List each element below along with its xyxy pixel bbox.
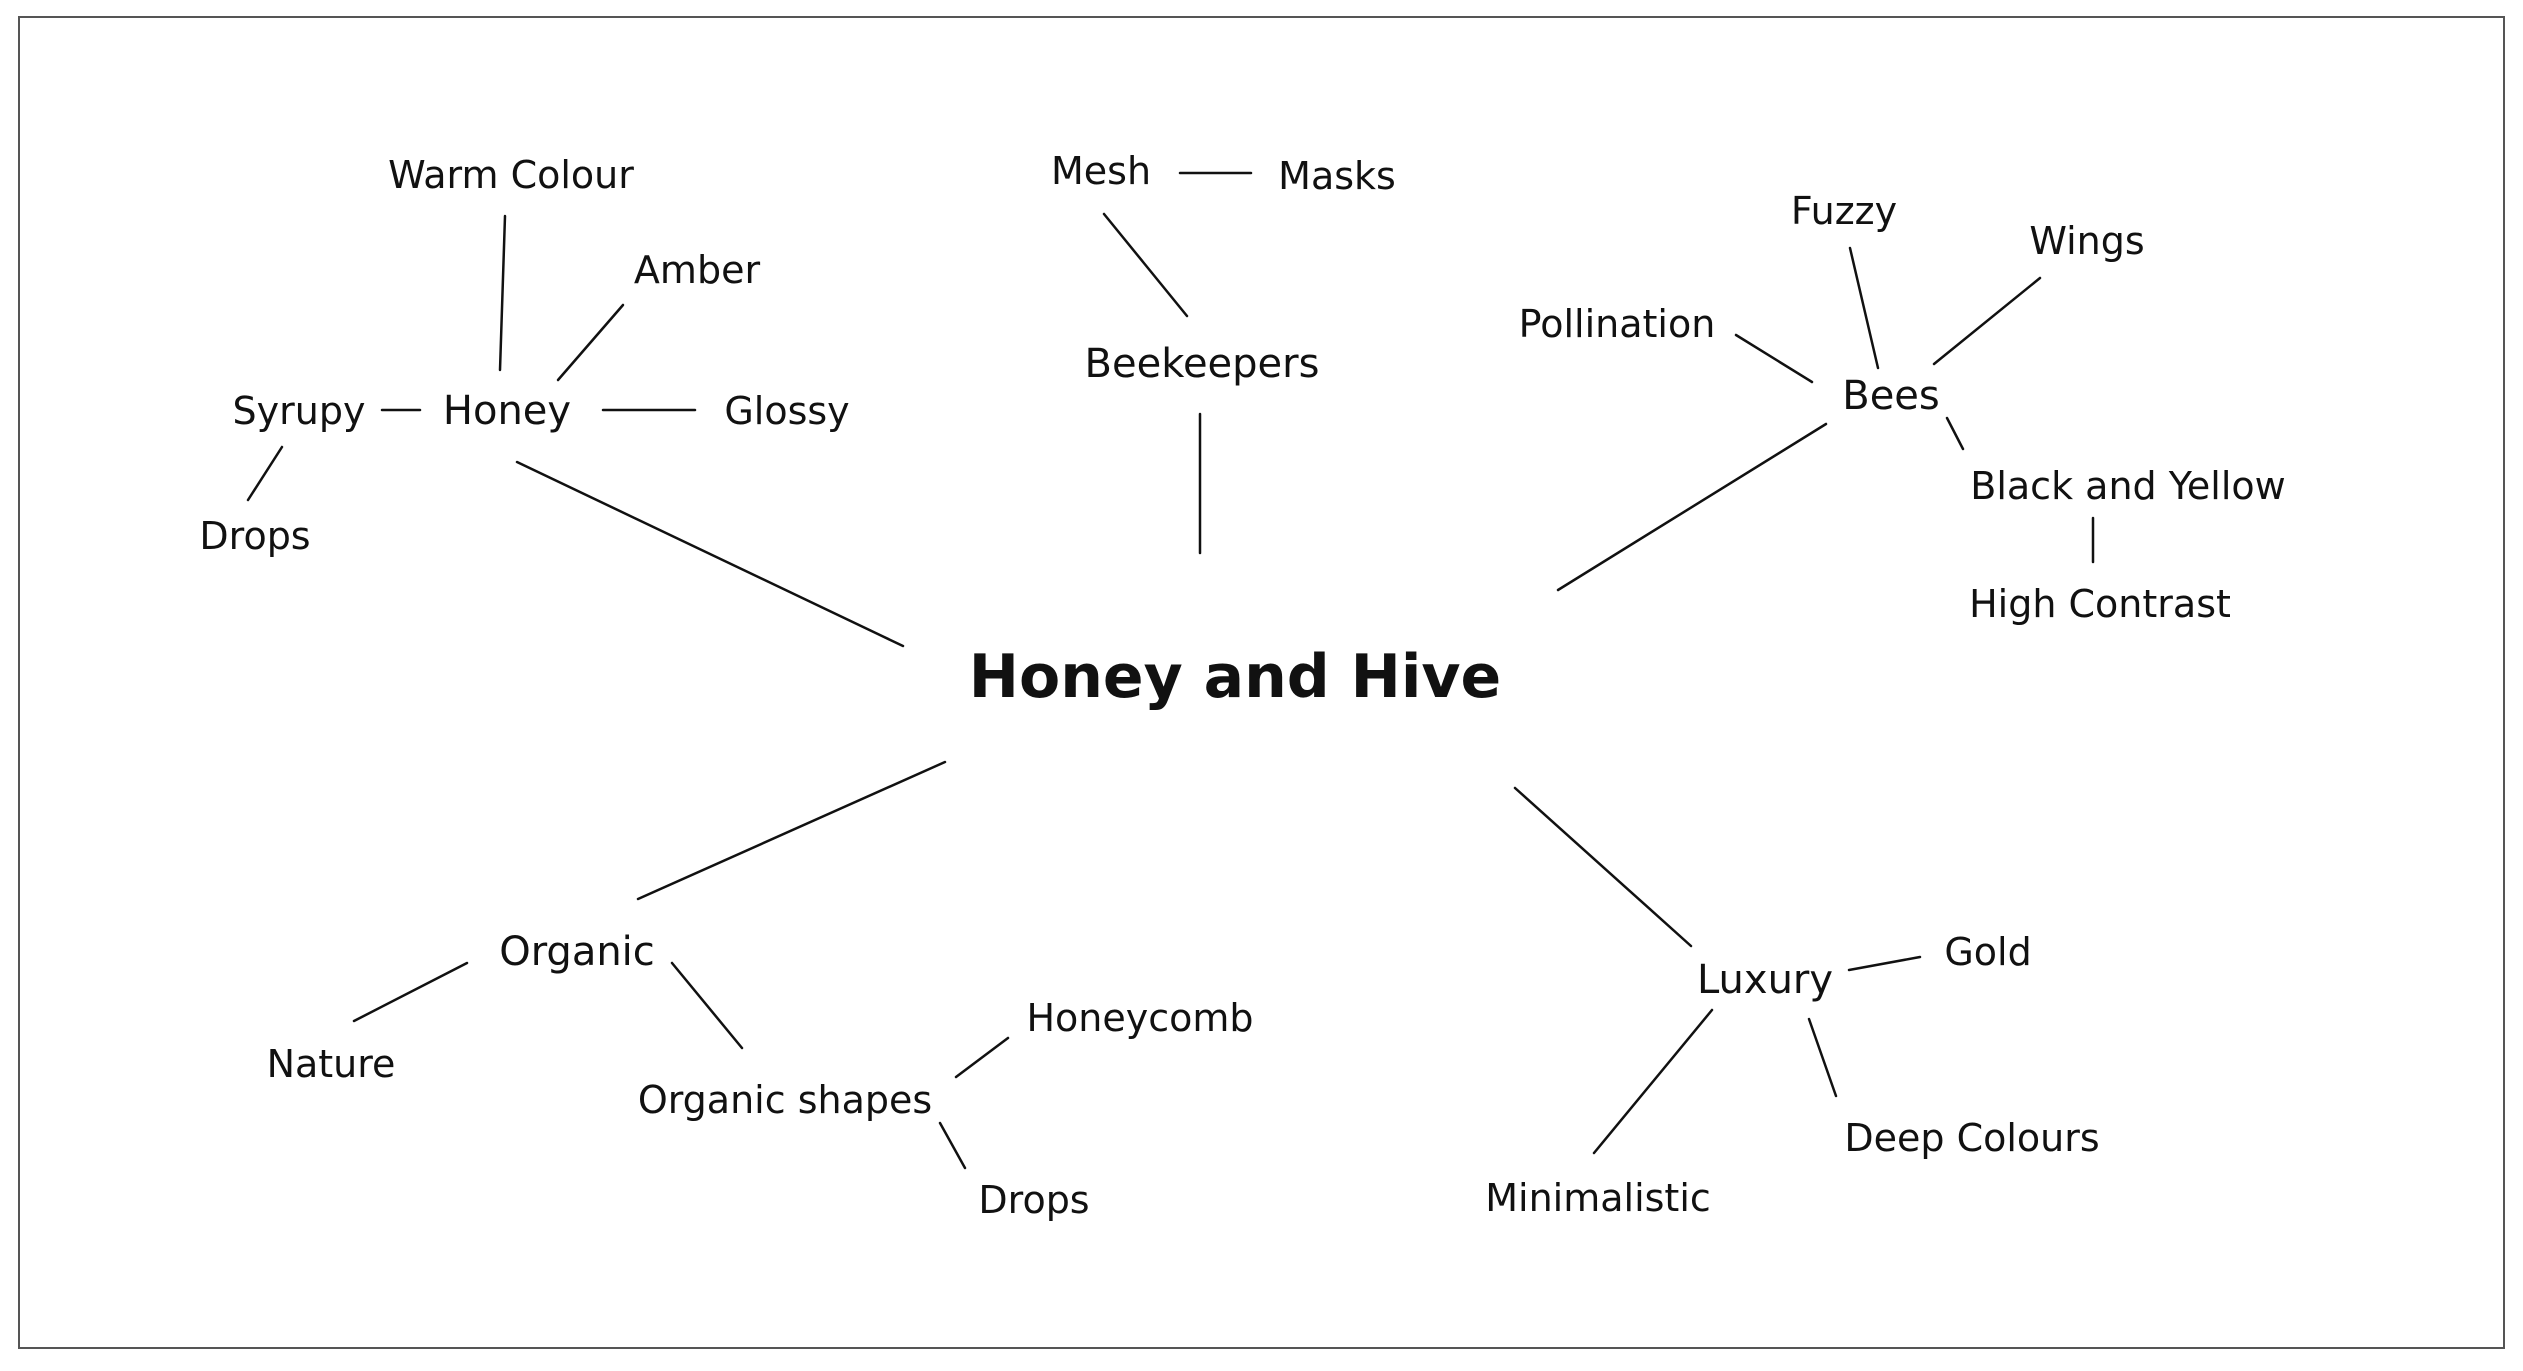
leaf-mesh: Mesh: [1050, 149, 1152, 193]
leaf-minimalistic: Minimalistic: [1485, 1176, 1711, 1220]
leaf-gold: Gold: [1944, 930, 2032, 974]
link-center-organic: [636, 760, 947, 901]
link-organic-shapes: [670, 961, 744, 1050]
leaf-syrupy: Syrupy: [232, 389, 366, 433]
link-shapes-honeycomb: [954, 1036, 1010, 1079]
link-bees-fuzzy: [1848, 246, 1880, 370]
branch-beekeepers: Beekeepers: [1084, 341, 1320, 387]
link-honey-warm-colour: [498, 214, 507, 372]
link-bees-wings: [1932, 276, 2042, 366]
link-luxury-gold: [1847, 955, 1922, 972]
link-honey-amber: [556, 303, 625, 382]
leaf-pollination: Pollination: [1518, 302, 1716, 346]
branch-honey: Honey: [442, 388, 572, 434]
link-luxury-deep-colours: [1807, 1017, 1838, 1098]
center-topic: Honey and Hive: [968, 642, 1502, 712]
link-center-honey: [515, 460, 905, 648]
leaf-honeycomb: Honeycomb: [1026, 996, 1254, 1040]
branch-organic: Organic: [499, 929, 655, 975]
link-center-luxury: [1513, 786, 1693, 948]
link-mesh-beekeepers: [1102, 212, 1189, 318]
link-organic-nature: [352, 961, 469, 1023]
leaf-fuzzy: Fuzzy: [1790, 189, 1898, 233]
leaf-nature: Nature: [266, 1042, 396, 1086]
leaf-warm-colour: Warm Colour: [388, 153, 634, 197]
link-luxury-minimalistic: [1592, 1008, 1714, 1155]
leaf-drops-organic: Drops: [978, 1178, 1090, 1222]
leaf-drops-honey: Drops: [199, 514, 311, 558]
branch-luxury: Luxury: [1696, 957, 1834, 1003]
leaf-masks: Masks: [1278, 154, 1396, 198]
leaf-amber: Amber: [633, 248, 761, 292]
link-bees-black-yellow: [1945, 416, 1965, 451]
link-shapes-drops: [938, 1121, 967, 1170]
leaf-organic-shapes: Organic shapes: [637, 1078, 933, 1122]
leaf-glossy: Glossy: [724, 389, 850, 433]
link-syrupy-drops: [246, 445, 284, 502]
link-bees-pollination: [1734, 333, 1814, 384]
leaf-high-contrast: High Contrast: [1969, 582, 2231, 626]
leaf-wings: Wings: [2029, 219, 2145, 263]
leaf-deep-colours: Deep Colours: [1844, 1116, 2100, 1160]
link-center-bees: [1556, 422, 1828, 592]
leaf-black-and-yellow: Black and Yellow: [1970, 464, 2286, 508]
branch-bees: Bees: [1842, 373, 1940, 419]
diagram-frame: [18, 16, 2505, 1349]
